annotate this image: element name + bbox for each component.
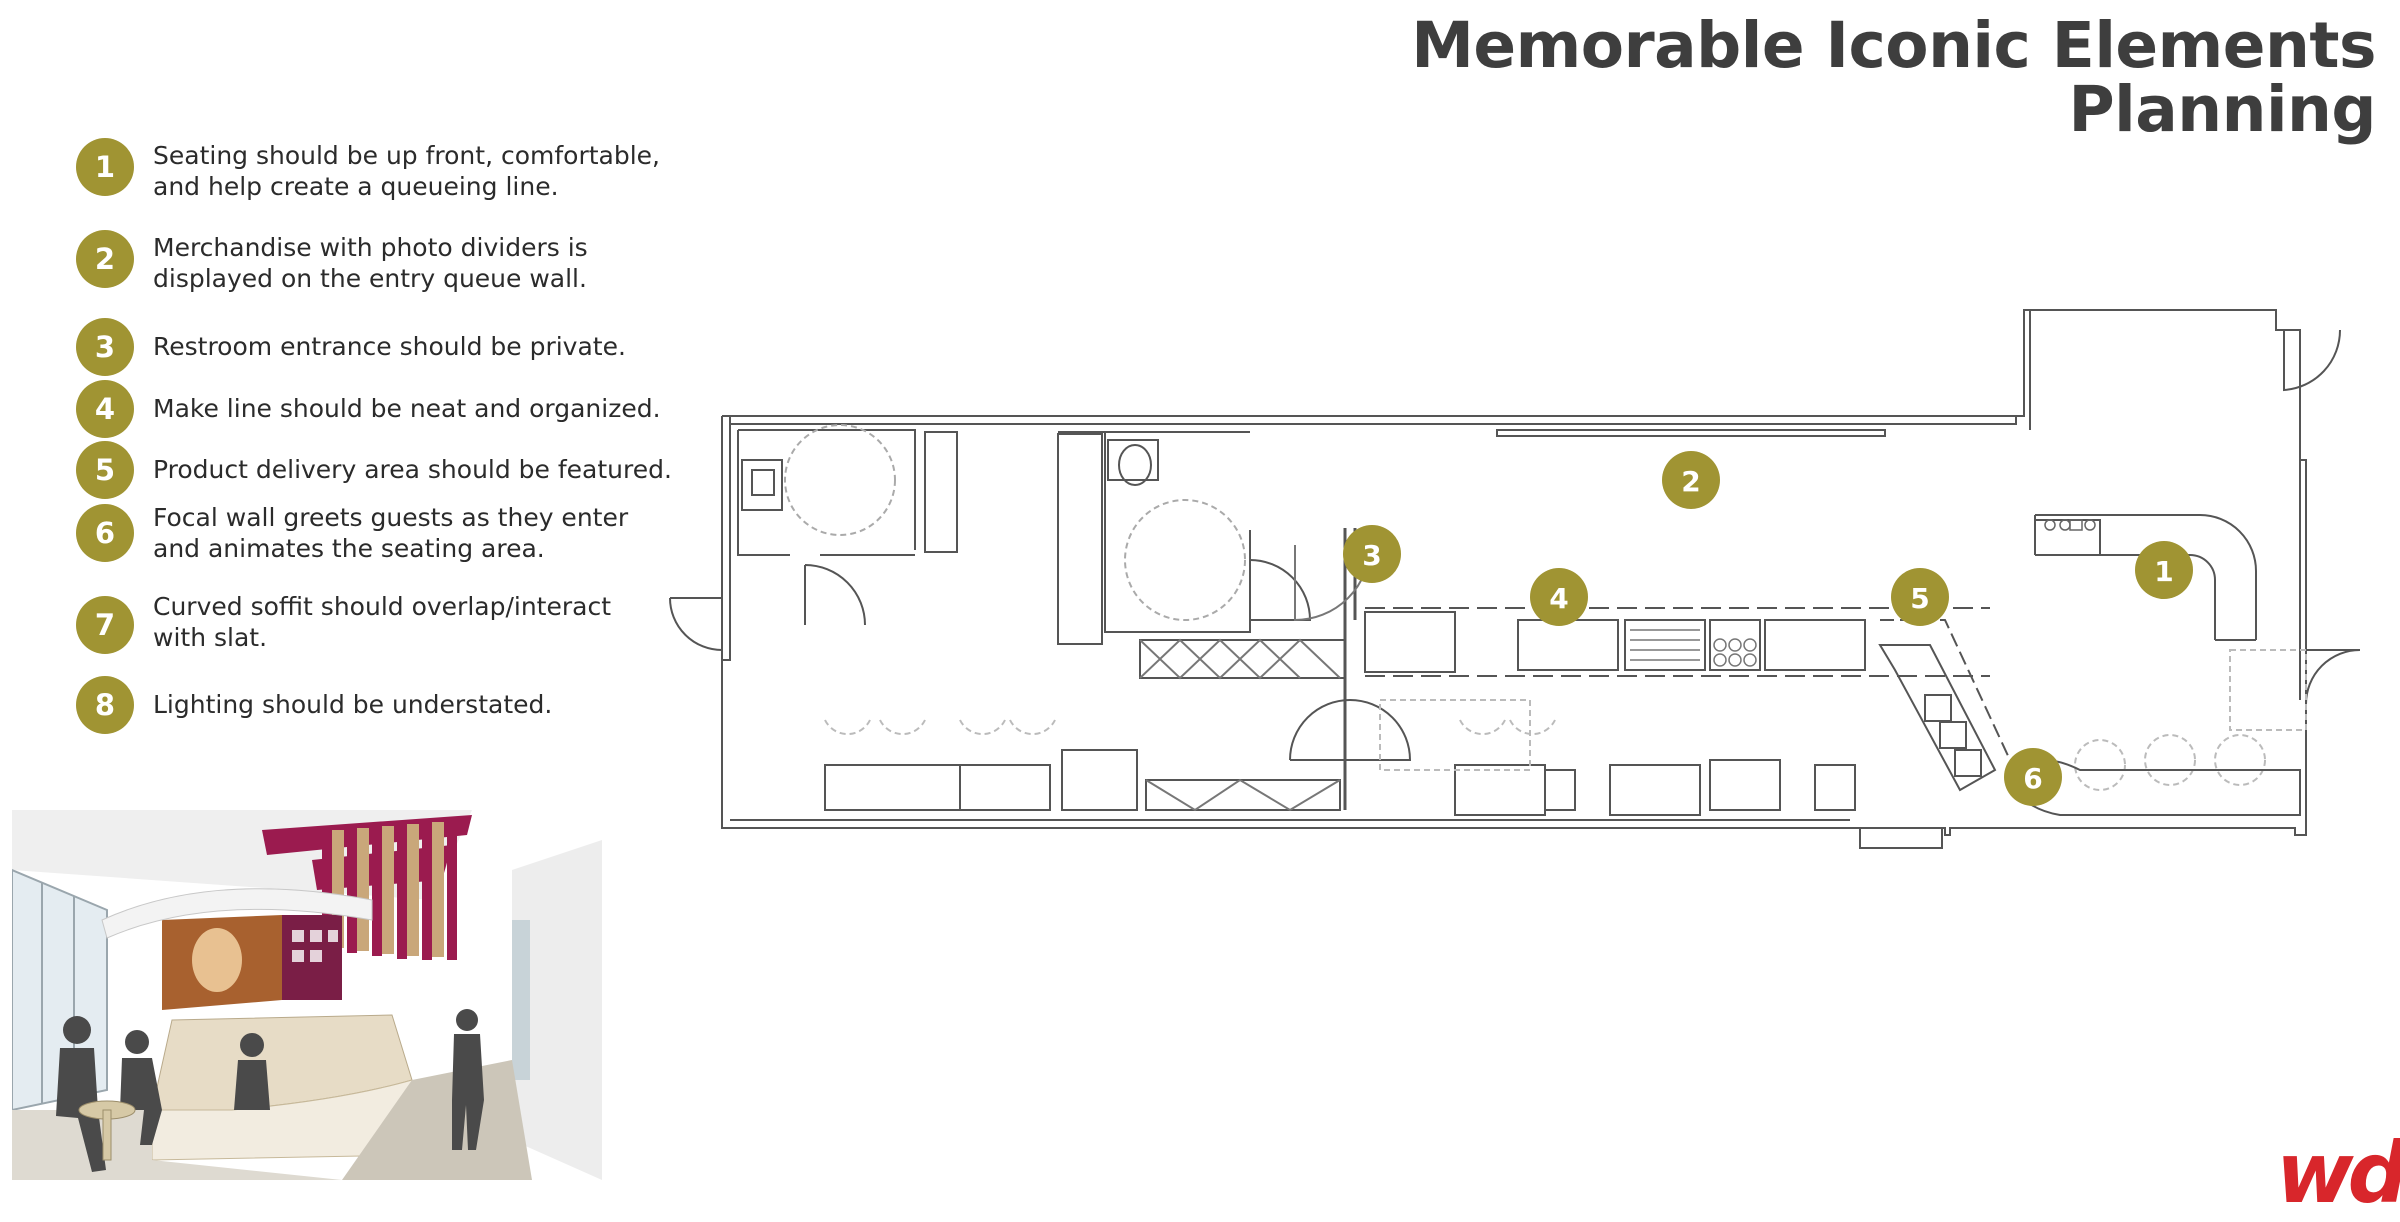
title-line-1: Memorable Iconic Elements — [1411, 9, 2376, 82]
plan-marker-2: 2 — [1662, 451, 1720, 509]
number-badge: 5 — [76, 441, 134, 499]
curved-banquette — [2034, 514, 2257, 641]
entry-door-top-right — [2283, 329, 2342, 392]
legend-text: Restroom entrance should be private. — [153, 332, 626, 361]
legend-text: Make line should be neat and organized. — [153, 394, 661, 423]
legend-text: Product delivery area should be featured… — [153, 455, 672, 484]
marker-label: 6 — [2023, 762, 2042, 795]
number-badge: 2 — [76, 230, 134, 288]
legend-text: Lighting should be understated. — [153, 690, 553, 719]
plan-marker-1: 1 — [2135, 541, 2193, 599]
title-line-2: Planning — [2068, 73, 2376, 146]
marker-label: 5 — [1910, 582, 1929, 615]
curved-soffit — [101, 888, 373, 939]
plan-marker-4: 4 — [1530, 568, 1588, 626]
legend-text: Focal wall greets guests as they enter a… — [153, 503, 629, 563]
number-badge: 4 — [76, 380, 134, 438]
page-title: Memorable Iconic Elements Planning — [1411, 14, 2376, 142]
number-badge: 6 — [76, 504, 134, 562]
number-badge: 3 — [76, 318, 134, 376]
number-badge: 1 — [76, 138, 134, 196]
floor-plan: 1 2 3 4 5 6 — [669, 309, 2361, 849]
plan-marker-3: 3 — [1343, 525, 1401, 583]
number-badge: 8 — [76, 676, 134, 734]
interior-rendering — [12, 810, 602, 1180]
number-badge: 7 — [76, 596, 134, 654]
outer-wall — [721, 309, 2307, 849]
legend-text: Merchandise with photo dividers is displ… — [153, 233, 588, 293]
legend-text: Seating should be up front, comfortable,… — [153, 141, 661, 201]
legend-text: Curved soffit should overlap/interact wi… — [153, 592, 612, 652]
entry-door-left — [669, 597, 723, 651]
wd-logo: wd — [2276, 1131, 2400, 1215]
logo-text: wd — [2276, 1124, 2400, 1222]
plan-marker-6: 6 — [2004, 748, 2062, 806]
marker-label: 3 — [1362, 539, 1381, 572]
marker-label: 4 — [1549, 582, 1568, 615]
delivery-counter — [1878, 644, 1997, 792]
marker-label: 2 — [1681, 465, 1700, 498]
entry-door-right — [2305, 649, 2361, 705]
marker-label: 1 — [2154, 555, 2173, 588]
plan-marker-5: 5 — [1891, 568, 1949, 626]
